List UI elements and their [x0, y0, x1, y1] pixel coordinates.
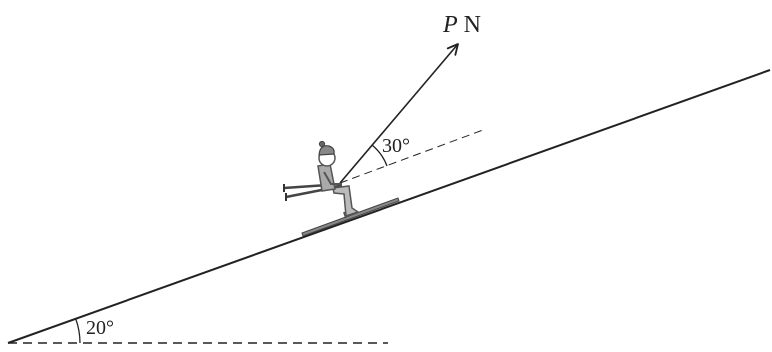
ski — [301, 197, 400, 237]
slope-angle-arc — [75, 318, 81, 344]
skier-legs — [332, 185, 360, 218]
force-p-arrow — [339, 43, 459, 184]
force-symbol: P — [442, 12, 458, 38]
force-angle-label: 30° — [382, 135, 410, 157]
skier-hat — [318, 145, 335, 156]
skier-boot — [343, 211, 347, 219]
skier-arm — [323, 171, 342, 185]
hat-pompom — [318, 140, 326, 148]
slope-line — [7, 69, 771, 344]
slope-angle-label: 20° — [86, 317, 114, 339]
force-angle-arc — [371, 144, 388, 167]
skier-figure — [283, 140, 400, 237]
force-unit: N — [464, 12, 481, 38]
